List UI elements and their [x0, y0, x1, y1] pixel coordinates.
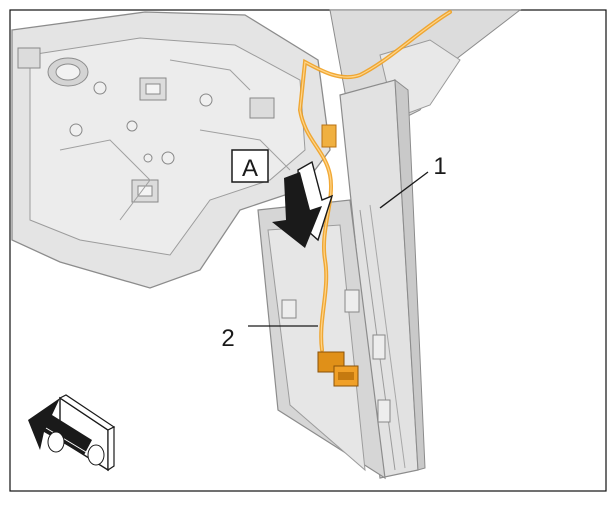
wiring-harness: [297, 10, 452, 352]
back-panel: [11, 11, 331, 289]
part-2-label: 2: [221, 325, 234, 352]
part-1-label: 1: [433, 153, 446, 180]
down-arrow-icon: [272, 160, 334, 248]
view-label-callout: A: [231, 149, 269, 183]
callout-1: 1: [379, 153, 447, 209]
view-label: A: [242, 155, 258, 182]
harness-connector: [317, 351, 359, 387]
view-direction-icon: [28, 394, 116, 472]
callout-2: 2: [221, 325, 318, 352]
